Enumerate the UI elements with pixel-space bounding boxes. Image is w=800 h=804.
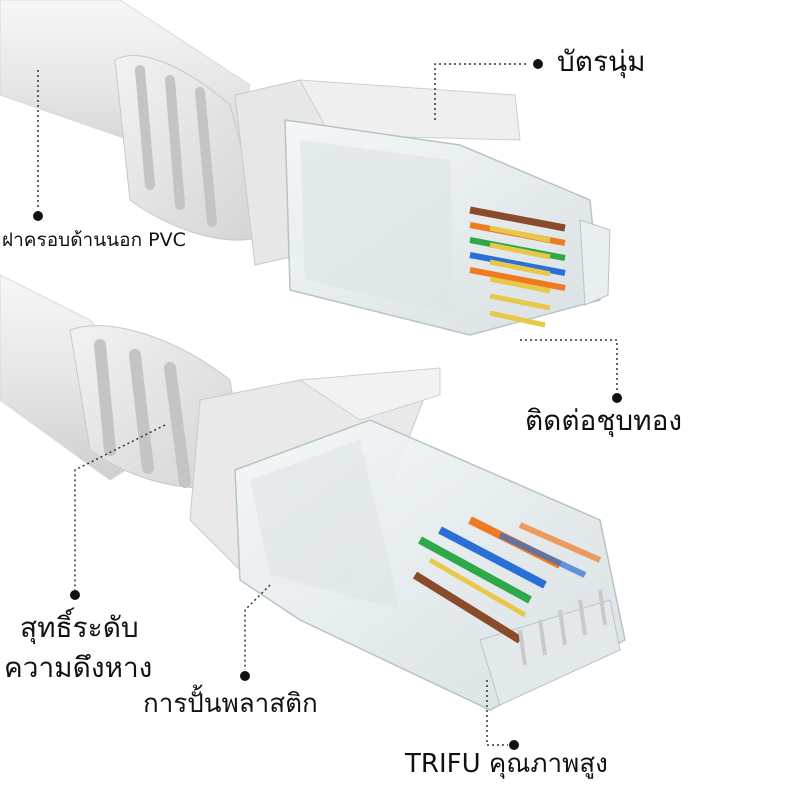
upper-strain-relief — [114, 55, 266, 241]
leader-gold-contact — [520, 339, 622, 403]
leader-strain-relief — [70, 424, 166, 600]
label-gold-contact: ติดต่อชุบทอง — [525, 404, 683, 437]
label-brand-quality: TRIFU คุณภาพสูง — [405, 749, 608, 779]
lower-gold-pins — [518, 589, 607, 666]
label-pvc-cover: ฝาครอบด้านนอก PVC — [2, 229, 186, 251]
label-strain-relief-line1: สุทธิ์ระดับ — [20, 611, 139, 644]
label-plastic-molding: การปั้นพลาสติก — [143, 689, 318, 719]
lower-wires — [412, 516, 602, 644]
leader-pvc-cover — [33, 70, 43, 221]
leader-brand-quality — [486, 680, 519, 750]
upper-gold-pins — [489, 225, 551, 328]
label-soft-card: บัตรนุ่ม — [557, 45, 646, 78]
lower-plug-body — [234, 419, 626, 711]
leader-plastic-molding — [240, 584, 271, 681]
leader-soft-card — [434, 59, 543, 120]
label-strain-relief-line2: ความดึงหาง — [4, 651, 153, 684]
